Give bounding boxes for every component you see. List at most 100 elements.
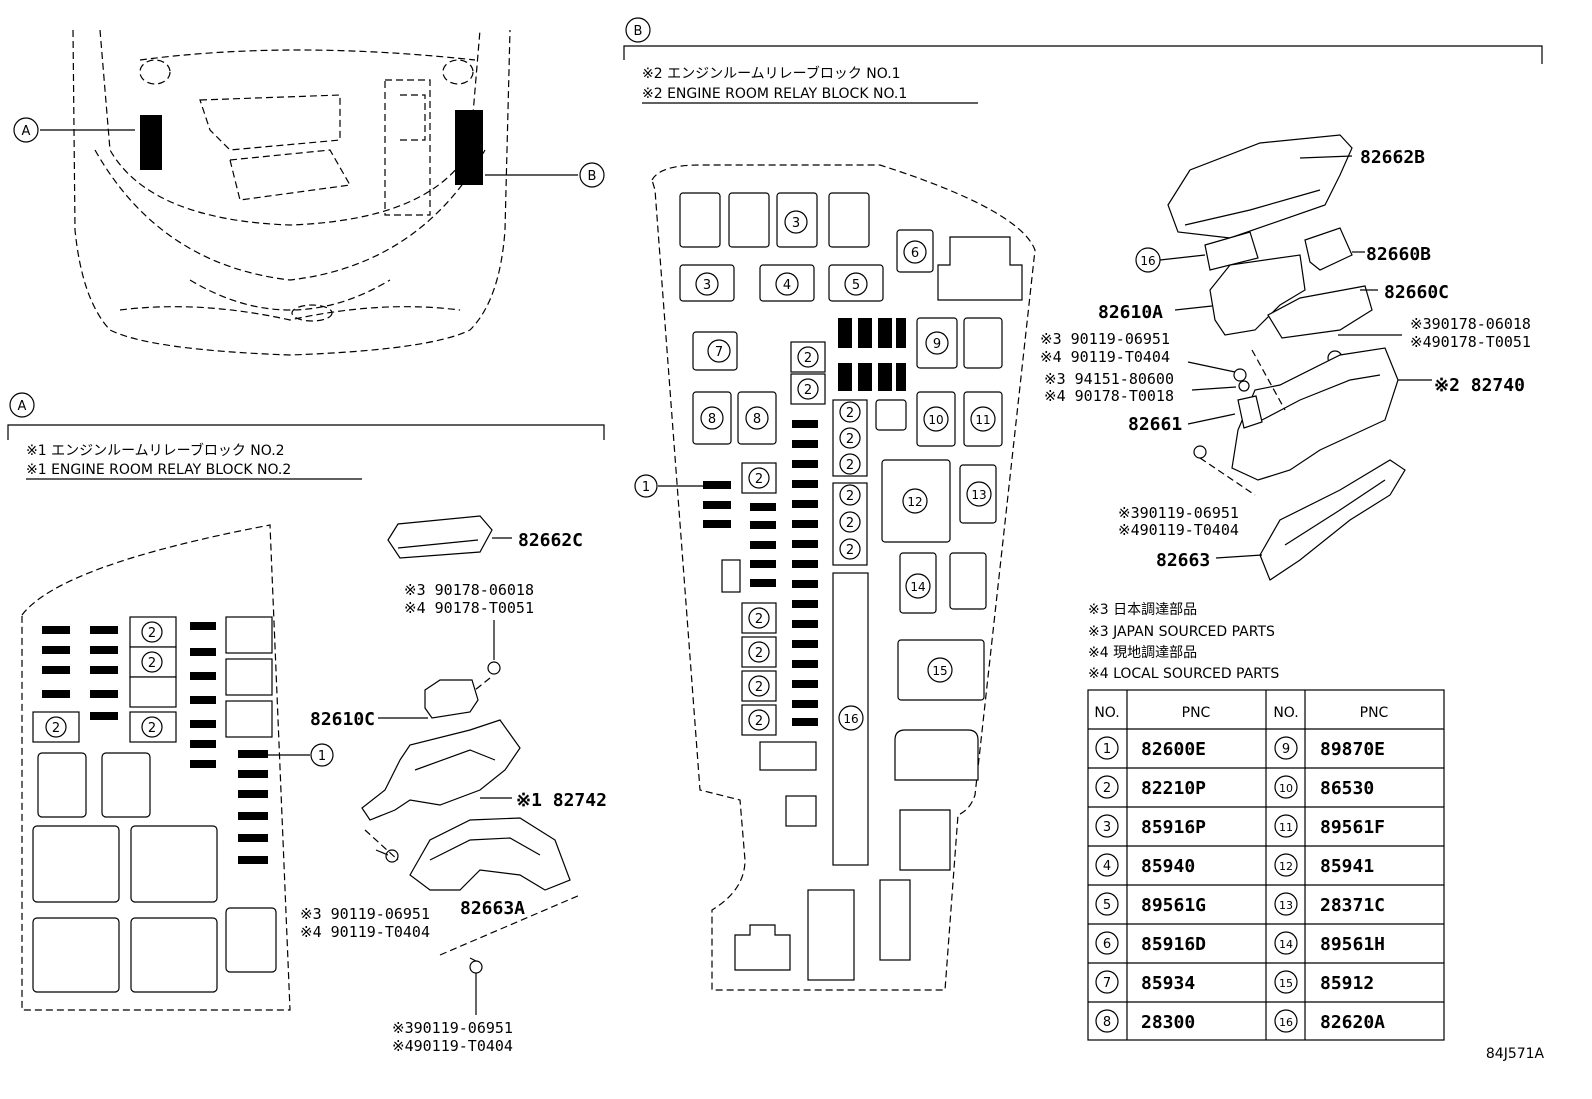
- svg-text:3: 3: [792, 216, 800, 231]
- svg-text:※1 82742: ※1 82742: [516, 790, 607, 811]
- svg-text:1: 1: [318, 749, 326, 764]
- callout-b-label: B: [588, 169, 597, 184]
- block-a-numbers: 2 2 2 2 1: [45, 621, 334, 767]
- table-row-number: 1: [1103, 742, 1111, 757]
- table-row-pnc: 85941: [1320, 856, 1374, 877]
- table-row-number-circle: [1274, 892, 1298, 916]
- table-row-pnc: 86530: [1320, 778, 1374, 799]
- table-row-number-circle: [1095, 931, 1119, 955]
- svg-text:※2 82740: ※2 82740: [1434, 375, 1525, 396]
- svg-text:82610C: 82610C: [310, 709, 375, 730]
- svg-text:9: 9: [933, 337, 941, 352]
- table-row-pnc: 28300: [1141, 1012, 1195, 1033]
- svg-text:※4 LOCAL SOURCED PARTS: ※4 LOCAL SOURCED PARTS: [1088, 666, 1279, 682]
- callout-a-label: A: [22, 124, 31, 139]
- svg-text:2: 2: [804, 351, 812, 366]
- table-row-number: 14: [1279, 938, 1293, 951]
- table-row-number-circle: [1095, 775, 1119, 799]
- svg-text:2: 2: [52, 721, 60, 736]
- svg-text:2: 2: [755, 714, 763, 729]
- table-row-number: 2: [1103, 781, 1111, 796]
- table-header-no-2: NO.: [1273, 705, 1298, 721]
- table-row-number: 11: [1279, 821, 1293, 834]
- block-a-slots: [32, 616, 277, 993]
- svg-text:11: 11: [975, 413, 990, 427]
- table-row-number-circle: [1274, 970, 1298, 994]
- svg-text:※3 90119-06951: ※3 90119-06951: [300, 905, 430, 923]
- svg-text:2: 2: [846, 458, 854, 473]
- svg-text:5: 5: [852, 278, 860, 293]
- car-engine-bay-view: A B: [13, 29, 605, 356]
- svg-text:13: 13: [971, 488, 986, 502]
- table-row-number: 15: [1279, 977, 1293, 990]
- relay-block-2-en: ※1 ENGINE ROOM RELAY BLOCK NO.2: [26, 462, 291, 478]
- relay-block-1-en: ※2 ENGINE ROOM RELAY BLOCK NO.1: [642, 86, 907, 102]
- table-row-pnc: 85916P: [1141, 817, 1206, 838]
- svg-text:2: 2: [755, 612, 763, 627]
- svg-text:2: 2: [148, 626, 156, 641]
- table-row-pnc: 89870E: [1320, 739, 1385, 760]
- svg-text:8: 8: [753, 412, 761, 427]
- table-row-number-circle: [1274, 853, 1298, 877]
- table-row-number: 5: [1103, 898, 1111, 913]
- svg-text:12: 12: [907, 495, 922, 509]
- table-row-pnc: 28371C: [1320, 895, 1385, 916]
- table-row-number-circle: [1274, 1009, 1298, 1033]
- table-row-number-circle: [1274, 931, 1298, 955]
- svg-text:82660B: 82660B: [1366, 244, 1431, 265]
- table-row-number: 6: [1103, 937, 1111, 952]
- svg-text:14: 14: [910, 580, 925, 594]
- block-b-slots: [679, 192, 1023, 981]
- svg-text:※4 90119-T0404: ※4 90119-T0404: [300, 923, 430, 941]
- table-row-number: 9: [1282, 742, 1290, 757]
- svg-text:※490119-T0404: ※490119-T0404: [1118, 521, 1239, 539]
- svg-text:※390178-06018: ※390178-06018: [1410, 315, 1531, 333]
- svg-text:82662B: 82662B: [1360, 147, 1425, 168]
- svg-text:6: 6: [911, 246, 919, 261]
- section-b-label: B: [634, 24, 643, 39]
- table-row-pnc: 82600E: [1141, 739, 1206, 760]
- svg-text:2: 2: [846, 543, 854, 558]
- svg-text:※390119-06951: ※390119-06951: [1118, 504, 1239, 522]
- relay-block-2-outline: [21, 524, 291, 1011]
- svg-text:※3 90178-06018: ※3 90178-06018: [404, 581, 534, 599]
- table-row-number: 4: [1103, 859, 1111, 874]
- svg-text:2: 2: [804, 383, 812, 398]
- svg-text:3: 3: [703, 278, 711, 293]
- table-row-number: 13: [1279, 899, 1293, 912]
- svg-text:2: 2: [755, 680, 763, 695]
- table-header-pnc-2: PNC: [1360, 705, 1389, 721]
- svg-text:15: 15: [932, 664, 947, 678]
- svg-text:2: 2: [846, 432, 854, 447]
- svg-text:※3 94151-80600: ※3 94151-80600: [1044, 370, 1174, 388]
- table-row-pnc: 89561G: [1141, 895, 1206, 916]
- table-row-number-circle: [1095, 970, 1119, 994]
- svg-text:※3 JAPAN SOURCED PARTS: ※3 JAPAN SOURCED PARTS: [1088, 624, 1275, 640]
- svg-text:※3 90119-06951: ※3 90119-06951: [1040, 330, 1170, 348]
- sourcing-notes: ※3 日本調達部品 ※3 JAPAN SOURCED PARTS ※4 現地調達…: [1088, 602, 1279, 682]
- table-row-number-circle: [1095, 892, 1119, 916]
- table-row-number-circle: [1095, 814, 1119, 838]
- table-row-number: 12: [1279, 860, 1293, 873]
- svg-text:※390119-06951: ※390119-06951: [392, 1019, 513, 1037]
- svg-text:8: 8: [708, 412, 716, 427]
- section-b-marker: [625, 17, 651, 43]
- svg-text:1: 1: [642, 480, 650, 495]
- svg-text:16: 16: [843, 712, 858, 726]
- exploded-parts-b: 82662B 16 82660B 82610A 82660C ※3 90119-…: [1040, 134, 1531, 581]
- table-row-pnc: 85912: [1320, 973, 1374, 994]
- svg-text:82660C: 82660C: [1384, 282, 1449, 303]
- svg-text:4: 4: [783, 278, 791, 293]
- table-row-number-circle: [1274, 736, 1298, 760]
- relay-block-1-outline: [651, 164, 1036, 991]
- svg-text:※3 日本調達部品: ※3 日本調達部品: [1088, 602, 1197, 618]
- svg-text:2: 2: [148, 721, 156, 736]
- section-b: B ※2 エンジンルームリレーブロック NO.1 ※2 ENGINE ROOM …: [623, 17, 1543, 991]
- table-row-number-circle: [1274, 814, 1298, 838]
- block-b-numbers: 3 3 4 5 6 7 8 8 9 10 11 12 13 14 15 16 2…: [634, 210, 996, 731]
- svg-text:2: 2: [148, 656, 156, 671]
- svg-text:82610A: 82610A: [1098, 302, 1163, 323]
- svg-text:※4 90178-T0051: ※4 90178-T0051: [404, 599, 534, 617]
